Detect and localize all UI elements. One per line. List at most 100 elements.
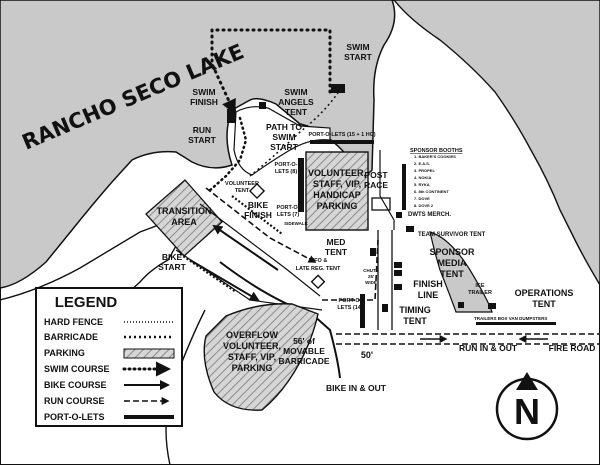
svg-text:VOLUNTEER,: VOLUNTEER, (308, 168, 366, 178)
run-start-label: RUN START (188, 125, 217, 145)
sponsor-item: 2. E.A.S. (414, 161, 430, 166)
svg-text:PORT-O-: PORT-O- (275, 162, 298, 168)
bike-course-out (189, 259, 260, 302)
legend-item-parking: PARKING (44, 348, 85, 358)
svg-text:PARKING: PARKING (317, 201, 358, 211)
info-tent-label: INFO & LATE REG. TENT (296, 258, 341, 272)
sponsor-item: 3. PROPEL (414, 168, 435, 173)
bike-start-label: BIKE START (158, 252, 187, 272)
sponsor-item: 7. DOVE (414, 196, 430, 201)
svg-text:VOLUNTEER,: VOLUNTEER, (223, 341, 281, 351)
svg-text:VOLUNTEER: VOLUNTEER (225, 181, 259, 187)
swim-course (210, 28, 332, 115)
ice-trailer-marker (458, 302, 464, 308)
sponsor-booths-list: SPONSOR BOOTHS 1. BAKER'S COOKIES 2. E.A… (410, 148, 463, 208)
port-o-lets-7-label: PORT-O- LETS (7) (277, 205, 300, 218)
team-survivor-marker (406, 226, 414, 232)
svg-text:TENT: TENT (403, 316, 427, 326)
svg-text:OVERFLOW: OVERFLOW (226, 330, 279, 340)
svg-text:TENT: TENT (532, 299, 556, 309)
sponsor-booths-title: SPONSOR BOOTHS (410, 148, 463, 154)
legend-item-run: RUN COURSE (44, 396, 105, 406)
swim-finish-label: SWIM FINISH (190, 87, 218, 107)
svg-text:MOVABLE: MOVABLE (283, 346, 325, 356)
svg-text:FINISH: FINISH (413, 279, 443, 289)
chute-label: CHUTE 25' WIDE (363, 268, 379, 285)
svg-text:INFO &: INFO & (309, 258, 328, 264)
sponsor-media-tent-label: SPONSOR MEDIA TENT (429, 247, 475, 279)
svg-text:MED: MED (327, 237, 346, 247)
port-o-lets-15-label: PORT-O-LETS (15 + 1 HC) (308, 132, 375, 138)
svg-text:HANDICAP: HANDICAP (313, 190, 361, 200)
svg-text:SWIM: SWIM (192, 87, 215, 97)
svg-text:POST: POST (364, 170, 388, 180)
finish-line-label: FINISH LINE (413, 279, 443, 300)
svg-text:TENT: TENT (285, 107, 308, 117)
svg-text:TRAILER: TRAILER (468, 290, 492, 296)
trailers-row-label: TRAILERS BOX VAN DUMPSTERS (474, 316, 547, 321)
dwts-merch-label: DWTS MERCH. (408, 212, 451, 218)
svg-text:OPERATIONS: OPERATIONS (515, 288, 574, 298)
transition-area (145, 179, 223, 257)
north-arrow (495, 372, 559, 441)
dwts-merch-marker (396, 212, 402, 218)
legend-item-barricade: BARRICADE (44, 332, 98, 342)
svg-text:LETS (7): LETS (7) (277, 212, 299, 218)
volunteer-parking-label: VOLUNTEER, STAFF, VIP, HANDICAP PARKING (308, 168, 366, 211)
operations-tent-marker (488, 303, 496, 309)
svg-text:WIDE: WIDE (365, 280, 377, 285)
sponsor-item: 5. RYKA (414, 182, 430, 187)
sponsor-item: 4. NOKIA (414, 175, 431, 180)
swim-start-label: SWIM START (344, 42, 373, 62)
svg-text:FINISH: FINISH (190, 97, 218, 107)
legend-item-portolets: PORT-O-LETS (44, 412, 105, 422)
land-edge-left (0, 219, 179, 301)
sidewalk-label: SIDEWALK (284, 221, 309, 226)
svg-text:LETS (14): LETS (14) (337, 305, 363, 311)
fifty-feet-label: 50' (361, 350, 373, 360)
sponsor-item: 8. DOVE 2 (414, 203, 434, 208)
svg-text:TIMING: TIMING (399, 305, 431, 315)
med-tent-label: MED TENT (325, 237, 348, 257)
sponsor-item: 6. 8th CONTINENT (414, 189, 449, 194)
east-grey-area (393, 0, 600, 287)
finish-line-marker (394, 284, 402, 290)
svg-text:BIKE: BIKE (248, 200, 269, 210)
east-grey-strip (429, 231, 493, 313)
sponsor-item: 1. BAKER'S COOKIES (414, 154, 456, 159)
path-to-swim-start-label: PATH TO SWIM START (266, 122, 302, 152)
svg-text:START: START (344, 52, 373, 62)
port-o-lets-15-bar (310, 140, 374, 144)
svg-text:MEDIA: MEDIA (438, 258, 468, 268)
barricade-line-2 (179, 253, 237, 293)
svg-text:STAFF, VIP,: STAFF, VIP, (228, 352, 276, 362)
svg-text:56' of: 56' of (293, 336, 315, 346)
svg-text:TENT: TENT (440, 269, 464, 279)
finish-chute (377, 230, 393, 330)
volunteer-tent-label: VOLUNTEER TENT (225, 181, 259, 194)
svg-text:FINISH: FINISH (244, 210, 272, 220)
bike-finish-label: BIKE FINISH (244, 200, 272, 220)
ice-trailer-label: ICE TRAILER (468, 283, 492, 296)
transition-area-label: TRANSITION AREA (157, 206, 212, 227)
med-tent-marker (370, 248, 376, 256)
svg-text:CHUTE: CHUTE (363, 268, 379, 273)
port-o-lets-left-block (298, 158, 304, 212)
svg-text:BARRICADE: BARRICADE (279, 356, 330, 366)
bike-course-in (212, 224, 279, 271)
svg-text:PARKING: PARKING (232, 363, 273, 373)
volunteer-tent-marker (248, 182, 266, 200)
svg-text:AREA: AREA (171, 217, 197, 227)
svg-text:SWIM: SWIM (346, 42, 369, 52)
svg-text:SWIM: SWIM (272, 132, 295, 142)
svg-text:TENT: TENT (235, 188, 250, 194)
port-o-lets-8-label: PORT-O- LETS (8) (275, 162, 298, 175)
svg-text:LINE: LINE (418, 290, 439, 300)
svg-text:START: START (158, 262, 187, 272)
post-race-fence (379, 150, 395, 230)
svg-text:PATH TO: PATH TO (266, 122, 302, 132)
svg-text:LATE REG. TENT: LATE REG. TENT (296, 266, 341, 272)
overflow-parking-label: OVERFLOW VOLUNTEER, STAFF, VIP, PARKING (223, 330, 281, 373)
svg-text:RACE: RACE (364, 180, 388, 190)
